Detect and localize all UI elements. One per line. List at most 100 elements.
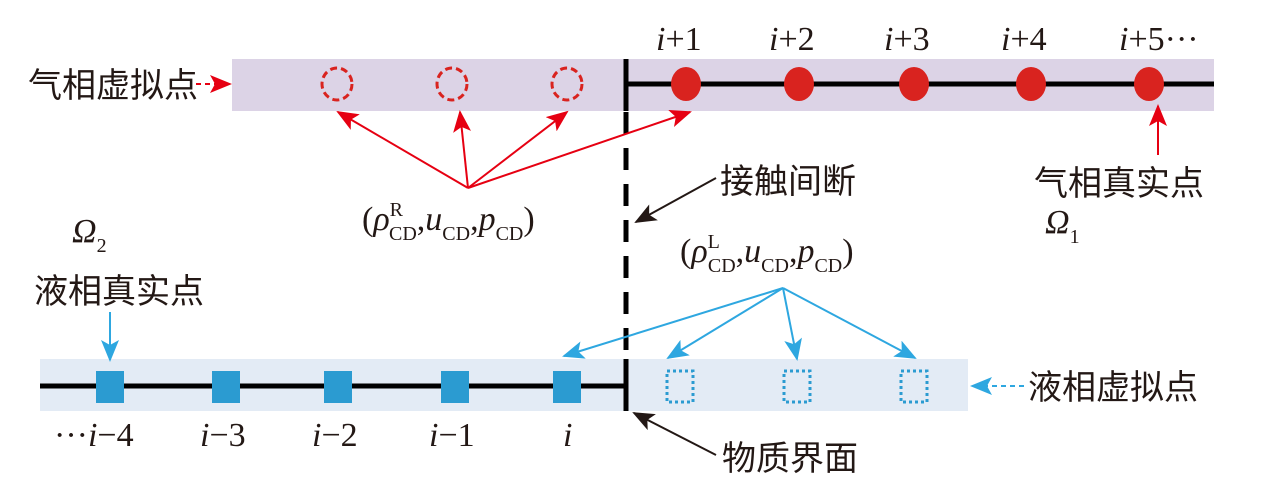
index-var: i — [884, 21, 893, 58]
index-offset: +3 — [893, 21, 929, 58]
gas-node-index-label: i+2 — [769, 21, 815, 58]
liquid-ghost-node — [665, 369, 695, 404]
liquid-node-index-label: ···i−4 — [54, 417, 134, 454]
comma: , — [789, 233, 798, 270]
gas-real-label: 气相真实点 — [1034, 164, 1204, 204]
gas-node-index-label: i+4 — [1001, 21, 1047, 58]
liquid-real-nodes — [96, 371, 581, 403]
index-var: i — [88, 417, 97, 454]
omega-subscript: 2 — [97, 235, 107, 257]
index-var: i — [1001, 21, 1010, 58]
u-symbol: u — [425, 201, 442, 238]
comma: , — [736, 233, 745, 270]
omega-symbol: Ω — [1045, 204, 1070, 241]
liquid-extrapolation-arrows — [562, 287, 917, 361]
liquid-node-index-label: i−1 — [429, 417, 475, 454]
liquid-real-node — [441, 371, 469, 403]
p-subscript: CD — [496, 223, 524, 245]
u-subscript: CD — [442, 223, 470, 245]
material-interface-arrow — [632, 412, 717, 456]
comma: , — [470, 201, 479, 238]
rho-superscript: L — [708, 231, 720, 253]
gas-node-index-label: i+3 — [884, 21, 930, 58]
rho-subscript: CD — [708, 255, 736, 277]
gas-node-index-label: i+5··· — [1119, 21, 1199, 58]
index-offset: +1 — [665, 21, 701, 58]
index-var: i — [312, 417, 321, 454]
p-symbol: p — [477, 201, 496, 238]
u-symbol: u — [744, 233, 761, 270]
liquid-node-index-label: i−2 — [312, 417, 358, 454]
index-offset: +4 — [1010, 21, 1046, 58]
contact-discontinuity-label: 接触间断 — [720, 162, 856, 202]
index-offset: −2 — [321, 417, 357, 454]
index-offset: −4 — [97, 417, 133, 454]
index-offset: −3 — [209, 417, 245, 454]
gas-real-node — [671, 67, 701, 101]
gas-real-node — [1016, 67, 1046, 101]
rho-subscript: CD — [389, 223, 417, 245]
gas-real-node — [784, 67, 814, 101]
comma: , — [417, 201, 426, 238]
index-var: i — [769, 21, 778, 58]
p-subscript: CD — [814, 255, 842, 277]
liquid-node-index-label: i−3 — [200, 417, 246, 454]
gas-ghost-node — [435, 66, 469, 102]
gas-domain-label: Ω1 — [1045, 204, 1080, 248]
liquid-real-node — [324, 371, 352, 403]
gas-ghost-node — [550, 66, 584, 102]
blue-arrow — [782, 287, 802, 361]
index-var: i — [1119, 21, 1128, 58]
gas-ghost-label: 气相虚拟点 — [28, 66, 198, 106]
liquid-ghost-nodes — [665, 369, 929, 404]
omega-subscript: 1 — [1070, 226, 1080, 248]
index-var: i — [429, 417, 438, 454]
material-interface-label: 物质界面 — [722, 439, 858, 479]
liquid-real-label: 液相真实点 — [34, 272, 204, 312]
red-arrow — [467, 109, 692, 189]
rho-superscript: R — [390, 199, 404, 221]
p-symbol: p — [795, 233, 814, 270]
blue-arrow — [666, 287, 784, 360]
blue-arrow — [562, 287, 784, 359]
contact-discontinuity-arrow — [634, 177, 717, 223]
liquid-real-node — [96, 371, 124, 403]
liquid-ghost-node — [782, 369, 812, 404]
liquid-ghost-node — [899, 369, 929, 404]
gas-real-node — [899, 67, 929, 101]
red-arrow — [336, 110, 469, 189]
liquid-domain-label: Ω2 — [72, 213, 107, 257]
gas-extrapolation-arrows — [336, 109, 692, 189]
index-var: i — [200, 417, 209, 454]
paren-close: ) — [523, 201, 534, 238]
liquid-ghost-label: 液相虚拟点 — [1028, 368, 1198, 408]
index-var: i — [656, 21, 665, 58]
index-ellipsis: ··· — [54, 417, 88, 454]
paren-open: ( — [680, 233, 691, 270]
red-arrow — [453, 110, 472, 189]
red-arrow — [467, 110, 569, 189]
index-offset: +5··· — [1128, 21, 1198, 58]
gas-ghost-node — [320, 66, 354, 102]
liquid-node-index-label: i — [563, 417, 572, 454]
liquid-real-node — [212, 371, 240, 403]
rho-symbol: ρ — [690, 233, 707, 270]
index-offset: −1 — [438, 417, 474, 454]
index-var: i — [563, 417, 572, 454]
paren-open: ( — [362, 201, 373, 238]
index-offset: +2 — [778, 21, 814, 58]
gas-real-nodes — [671, 67, 1164, 101]
paren-close: ) — [842, 233, 853, 270]
gas-node-index-label: i+1 — [656, 21, 702, 58]
rho-symbol: ρ — [372, 201, 389, 238]
gas-ghost-nodes — [320, 66, 584, 102]
u-subscript: CD — [761, 255, 789, 277]
liquid-real-node — [553, 371, 581, 403]
gas-real-node — [1134, 67, 1164, 101]
omega-symbol: Ω — [72, 213, 97, 250]
